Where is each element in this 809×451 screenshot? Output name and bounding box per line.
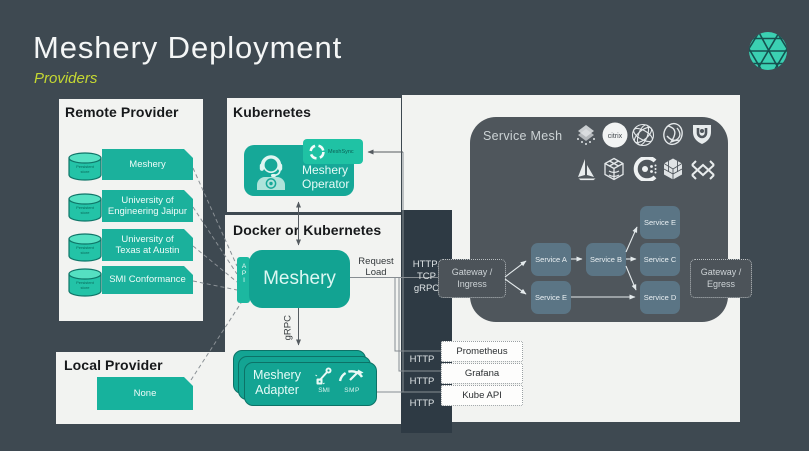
datastore-cylinder-1: Persistent store [68, 152, 102, 181]
request-load-label: Request Load [358, 256, 394, 279]
datastore-cylinder-4: Persistent store [68, 268, 102, 297]
http-label-1: HTTP [409, 354, 435, 365]
service-b: Service B [586, 243, 626, 276]
http-label-2: HTTP [409, 376, 435, 387]
svg-text:Persistent: Persistent [76, 245, 95, 250]
service-a: Service A [531, 243, 571, 276]
meshery-server-label: Meshery [263, 268, 336, 289]
smi-label: SMI [318, 387, 330, 394]
mesh-logo-appmesh-icon [604, 157, 624, 181]
svg-text:store: store [81, 169, 91, 174]
mesh-logo-istio-icon [578, 159, 596, 181]
service-e-bottom: Service E [531, 281, 571, 314]
operator-label: Meshery Operator [302, 163, 350, 192]
smp-label: SMP [344, 387, 360, 394]
mesh-logo-greymatter-icon [663, 158, 683, 180]
mesh-logo-citrix-icon: citrix [602, 122, 628, 148]
remote-item-meshery: Meshery [102, 149, 193, 180]
svg-text:store: store [81, 285, 91, 290]
meshsync-icon [309, 144, 325, 160]
remote-item-smi: SMI Conformance [102, 266, 193, 294]
api-tab-label: API [240, 263, 248, 284]
svg-text:Persistent: Persistent [76, 205, 95, 210]
mesh-logo-traefikmesh-icon [691, 160, 715, 180]
gateway-egress: Gateway / Egress [690, 259, 752, 298]
service-d: Service D [640, 281, 680, 314]
http-label-3: HTTP [409, 398, 435, 409]
service-e-top: Service E [640, 206, 680, 239]
page-title: Meshery Deployment [33, 30, 343, 65]
meshsync-label: MeshSync [328, 149, 354, 155]
smi-icon [315, 367, 332, 385]
svg-text:store: store [81, 250, 91, 255]
mesh-logo-osm-icon [663, 122, 683, 146]
api-tab [237, 257, 250, 303]
adapter-box [244, 362, 377, 406]
docker-title: Docker or Kubernetes [233, 222, 382, 238]
mesh-logo-kuma-icon [693, 125, 711, 144]
remote-item-univ-texas: University of Texas at Austin [102, 229, 193, 261]
mesh-logo-layers-icon [577, 125, 595, 145]
external-kube-api: Kube API [441, 385, 523, 406]
meshsync-box [303, 139, 363, 164]
service-mesh-title: Service Mesh [483, 129, 563, 143]
external-prometheus: Prometheus [441, 341, 523, 362]
protocol-label: HTTP/ TCP gRPC [412, 259, 441, 294]
svg-text:Persistent: Persistent [76, 280, 95, 285]
remote-item-univ-jaipur: University of Engineering Jaipur [102, 190, 193, 222]
grpc-label: gRPC [282, 315, 294, 341]
datastore-cylinder-2: Persistent store [68, 193, 102, 222]
page-subtitle: Providers [34, 70, 98, 87]
mesh-logo-consul-icon [633, 157, 657, 181]
mesh-logo-nsm-icon [631, 123, 655, 147]
svg-text:Persistent: Persistent [76, 164, 95, 169]
local-provider-title: Local Provider [64, 357, 163, 373]
kubernetes-title: Kubernetes [233, 104, 312, 120]
svg-text:store: store [81, 210, 91, 215]
local-item-none: None [97, 377, 193, 410]
adapter-label: Meshery Adapter [253, 368, 301, 398]
service-c: Service C [640, 243, 680, 276]
meshery-logo-icon [749, 32, 787, 70]
operator-icon [257, 155, 285, 190]
gateway-ingress: Gateway / Ingress [438, 259, 506, 298]
external-grafana: Grafana [441, 363, 523, 384]
datastore-cylinder-3: Persistent store [68, 233, 102, 262]
meshery-server-box [249, 250, 350, 308]
svg-text:citrix: citrix [608, 133, 623, 140]
smp-icon [338, 369, 364, 382]
remote-provider-title: Remote Provider [65, 104, 179, 120]
